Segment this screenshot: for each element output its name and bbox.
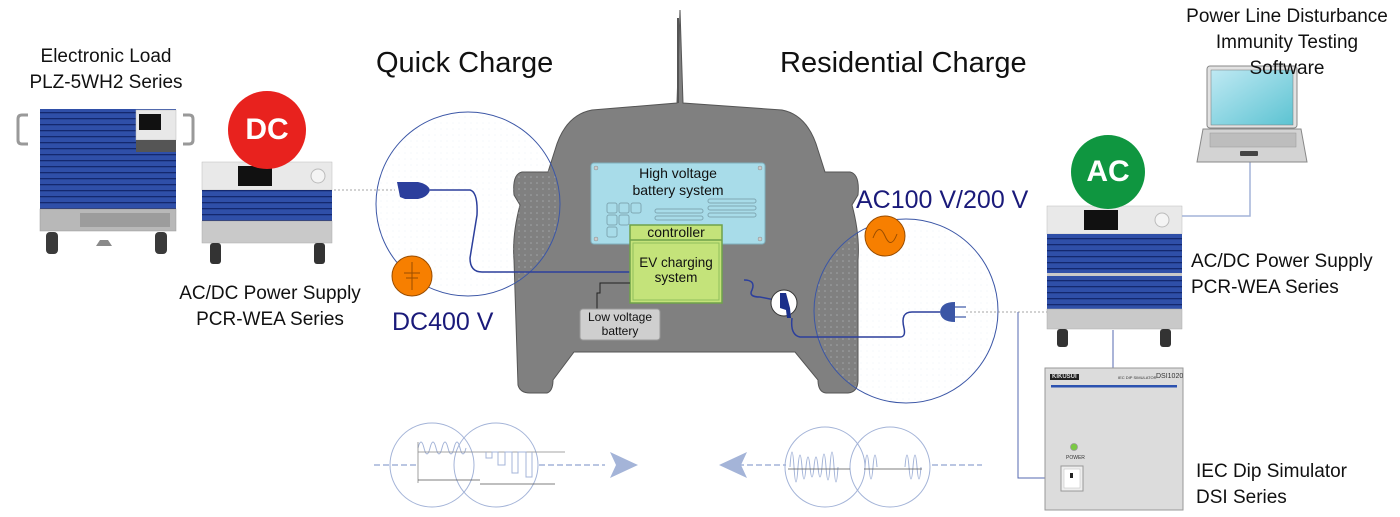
ac-voltage-label: AC100 V/200 V bbox=[856, 186, 1029, 214]
lv-battery-line2: battery bbox=[601, 323, 639, 338]
electronic-load-device bbox=[16, 109, 195, 254]
ac-cable bbox=[790, 311, 940, 338]
dc-connection-circle bbox=[375, 111, 561, 297]
ac-source-icon bbox=[864, 215, 906, 257]
dc-power-supply-device bbox=[201, 161, 333, 264]
dc-power-supply-label: AC/DC Power Supply PCR-WEA Series bbox=[160, 281, 380, 333]
software-name-line2: Immunity Testing Software bbox=[1215, 32, 1359, 79]
quick-charge-heading: Quick Charge bbox=[376, 47, 554, 79]
ac-flow-arrow-icon bbox=[719, 452, 747, 478]
ev-charging-line1: EV charging bbox=[639, 255, 713, 270]
dc-voltage-label: DC400 V bbox=[392, 308, 494, 336]
dc-cable bbox=[430, 189, 630, 273]
dc-badge-text: DC bbox=[245, 113, 289, 146]
laptop-icon bbox=[1196, 65, 1308, 163]
ev-internal-cable bbox=[743, 279, 776, 301]
electronic-load-label: Electronic Load PLZ-5WH2 Series bbox=[0, 44, 212, 96]
ac-power-supply-series: PCR-WEA Series bbox=[1191, 277, 1339, 298]
ac-plug-icon bbox=[940, 302, 966, 322]
dip-panel-title: IEC DIP SIMULATOR bbox=[1118, 375, 1157, 380]
dip-link-line-left bbox=[1017, 312, 1045, 479]
lv-battery-label: Low voltage battery bbox=[580, 310, 660, 338]
ac-badge: AC bbox=[1071, 135, 1145, 209]
ac-power-supply-label: AC/DC Power Supply PCR-WEA Series bbox=[1191, 249, 1391, 301]
dip-power-label: POWER bbox=[1066, 455, 1085, 461]
lv-battery-line1: Low voltage bbox=[587, 310, 653, 324]
electronic-load-name: Electronic Load bbox=[40, 46, 172, 67]
dip-simulator-device bbox=[1044, 367, 1184, 511]
software-name-line1: Power Line Disturbance bbox=[1186, 6, 1388, 27]
ac-power-supply-device bbox=[1046, 205, 1183, 347]
ac-waveform-illustration bbox=[738, 426, 982, 508]
hv-battery-label: High voltage battery system bbox=[591, 165, 765, 199]
dc-flow-arrow-icon bbox=[610, 452, 638, 478]
dip-power-switch[interactable] bbox=[1064, 466, 1086, 491]
dip-simulator-series: DSI Series bbox=[1196, 487, 1287, 508]
ev-charging-label: EV charging system bbox=[630, 255, 722, 285]
dc-plug-icon bbox=[397, 182, 430, 199]
hv-battery-panel bbox=[590, 162, 766, 245]
hv-battery-line1: High voltage bbox=[639, 165, 717, 181]
dc-power-supply-series: PCR-WEA Series bbox=[196, 309, 344, 330]
dip-simulator-name: IEC Dip Simulator bbox=[1196, 461, 1347, 482]
electronic-load-series: PLZ-5WH2 Series bbox=[29, 72, 183, 93]
lv-battery-wire bbox=[596, 282, 630, 310]
dip-panel-brand: KIKUSUI bbox=[1050, 374, 1079, 380]
dc-waveform-illustration bbox=[374, 422, 605, 508]
hv-battery-line2: battery system bbox=[632, 182, 724, 198]
dip-panel-model: DSI1020 bbox=[1156, 373, 1184, 380]
laptop-link-line bbox=[1182, 160, 1251, 217]
software-label: Power Line Disturbance Immunity Testing … bbox=[1182, 4, 1392, 82]
dc-power-supply-name: AC/DC Power Supply bbox=[179, 283, 361, 304]
ac-connection-circle bbox=[813, 218, 999, 404]
ev-charging-module bbox=[629, 224, 723, 304]
controller-label: controller bbox=[647, 224, 705, 240]
residential-charge-heading: Residential Charge bbox=[780, 47, 1027, 79]
dip-simulator-label: IEC Dip Simulator DSI Series bbox=[1196, 459, 1396, 511]
ac-badge-text: AC bbox=[1086, 155, 1130, 188]
ac-power-supply-name: AC/DC Power Supply bbox=[1191, 251, 1373, 272]
dc-badge: DC bbox=[228, 91, 306, 169]
ev-charging-line2: system bbox=[654, 270, 698, 285]
lv-battery-box bbox=[579, 308, 661, 341]
vehicle-inlet-icon bbox=[770, 289, 798, 318]
dc-source-icon bbox=[391, 255, 433, 297]
